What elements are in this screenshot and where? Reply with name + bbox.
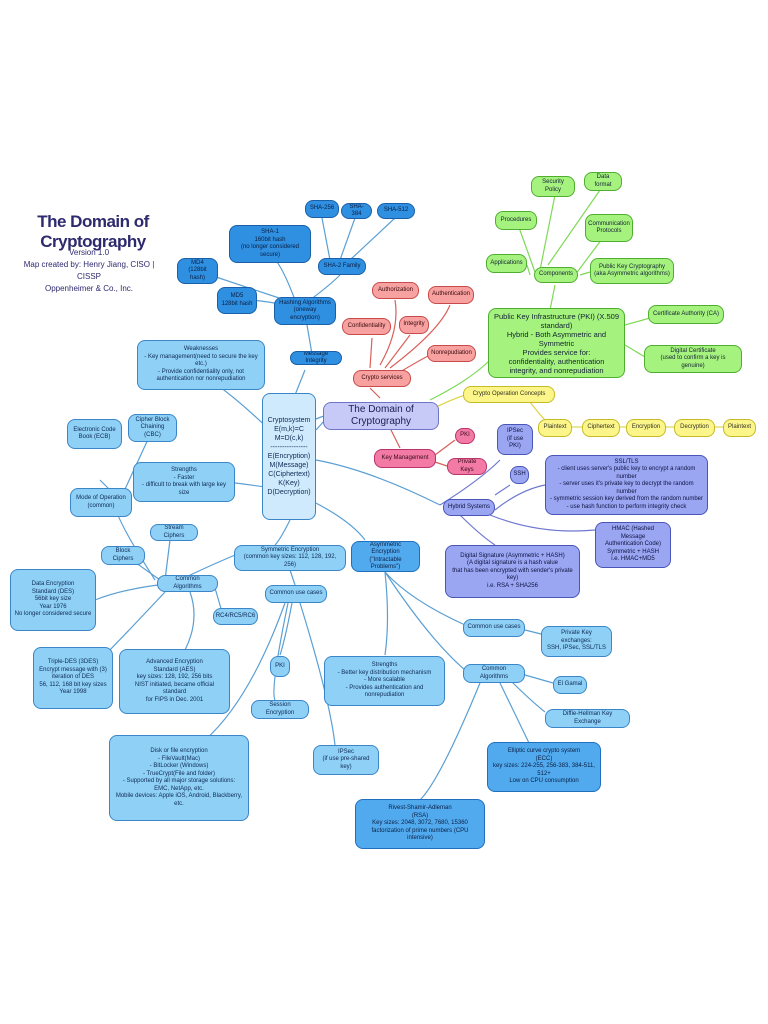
node-stream-ciphers: Stream Ciphers: [150, 524, 198, 541]
node-cbc: Cipher Block Chaining (CBC): [128, 414, 177, 442]
node-hybrid-systems: Hybrid Systems: [443, 499, 495, 516]
node-ipsec-pki: IPSec (if use PKI): [497, 424, 533, 455]
node-pki-main: Public Key Infrastructure (PKI) (X.509 s…: [488, 308, 625, 378]
node-ipsec-psk: IPSec (if use pre-shared key): [313, 745, 379, 775]
node-private-keys: Private Keys: [447, 458, 487, 475]
node-security-policy: Security Policy: [531, 176, 575, 197]
node-decryption-op: Decryption: [674, 419, 715, 437]
node-weaknesses: Weaknesses - Key management(need to secu…: [137, 340, 265, 390]
node-data-format: Data format: [584, 172, 622, 191]
node-sha2-family: SHA-2 Family: [318, 258, 366, 275]
node-communication-protocols: Communication Protocols: [585, 214, 633, 242]
node-rsa: Rivest-Shamir-Adleman (RSA) Key sizes: 2…: [355, 799, 485, 849]
node-certificate-authority: Certificate Authority (CA): [648, 305, 724, 324]
node-sha1: SHA-1 160bit hash (no longer considered …: [229, 225, 311, 263]
node-center: The Domain of Cryptography: [323, 402, 439, 430]
node-common-use-cases-asymmetric: Common use cases: [463, 619, 525, 637]
node-message-integrity: Message Integrity: [290, 351, 342, 365]
node-block-ciphers: Block Ciphers: [101, 546, 145, 565]
node-authorization: Authorization: [372, 282, 419, 299]
node-hmac: HMAC (Hashed Message Authentication Code…: [595, 522, 671, 568]
node-el-gamal: El Gamal: [553, 676, 587, 694]
node-ssh: SSH: [510, 466, 529, 484]
node-strengths-asymmetric: Strengths - Better key distribution mech…: [324, 656, 445, 706]
company-text: Oppenheimer & Co., Inc.: [44, 284, 134, 293]
node-session-encryption: Session Encryption: [251, 700, 309, 719]
node-key-management: Key Management: [374, 449, 436, 468]
author-text: Map created by: Henry Jiang, CISO | CISS…: [23, 260, 155, 281]
node-components: Components: [534, 267, 578, 283]
node-integrity: Integrity: [399, 316, 429, 334]
node-applications: Applications: [486, 254, 527, 273]
node-common-algorithms-symmetric: Common Algorithms: [157, 575, 218, 592]
node-cryptosystem: Cryptosystem E(m,k)=C M=D(c,k) ---------…: [262, 393, 316, 520]
node-common-algorithms-asymmetric: Common Algorithms: [463, 664, 525, 683]
node-pki-use: PKI: [270, 656, 290, 677]
node-sha384: SHA-384: [341, 203, 372, 219]
version-text: Version 1.0: [68, 248, 110, 257]
node-3des: Triple-DES (3DES) Encrypt message with (…: [33, 647, 113, 709]
node-strengths-symmetric: Strengths - Faster - difficult to break …: [133, 462, 235, 502]
node-ecc: Elliptic curve crypto system (ECC) key s…: [487, 742, 601, 792]
node-digital-certificate: Digital Certificate (used to confirm a k…: [644, 345, 742, 373]
node-plaintext-1: Plaintext: [538, 419, 572, 437]
node-des: Data Encryption Standard (DES) 56bit key…: [10, 569, 96, 631]
node-mode-of-operation: Mode of Operation (common): [70, 488, 132, 517]
node-procedures: Procedures: [495, 211, 537, 230]
node-ciphertext: Ciphertext: [582, 419, 620, 437]
node-common-use-cases-symmetric: Common use cases: [265, 585, 327, 603]
node-plaintext-2: Plaintext: [723, 419, 756, 437]
node-public-key-cryptography: Public Key Cryptography (aka Asymmetric …: [590, 258, 674, 284]
node-authentication: Authentication: [428, 286, 474, 304]
node-hashing-algorithms: Hashing Algorithms (oneway encryption): [274, 297, 336, 325]
node-nonrepudiation: Nonrepudiation: [427, 345, 476, 362]
node-sha512: SHA-512: [377, 203, 415, 219]
node-encryption-op: Encryption: [626, 419, 666, 437]
node-crypto-services: Crypto services: [353, 370, 411, 387]
node-confidentiality: Confidentiality: [342, 318, 391, 335]
node-private-key-exchanges: Private Key exchanges: SSH, IPSec, SSL/T…: [541, 626, 612, 657]
node-md4: MD4 (128bit hash): [177, 258, 218, 284]
node-asymmetric-encryption: Asymmetric Encryption ("Intractable Prob…: [351, 541, 420, 572]
node-disk-encryption: Disk or file encryption - FileVault(Mac)…: [109, 735, 249, 821]
node-ssl-tls: SSL/TLS - client uses server's public ke…: [545, 455, 708, 515]
node-aes: Advanced Encryption Standard (AES) key s…: [119, 649, 230, 714]
node-rc4: RC4/RC5/RC6: [213, 608, 258, 625]
node-pki-key: PKI: [455, 428, 475, 444]
node-md5: MD5 128bit hash: [217, 287, 257, 314]
node-digital-signature: Digital Signature (Asymmetric + HASH) (A…: [445, 545, 580, 598]
credit-block: Version 1.0 Map created by: Henry Jiang,…: [14, 247, 164, 295]
node-ecb: Electronic Code Book (ECB): [67, 419, 122, 449]
node-sha256: SHA-256: [305, 200, 339, 218]
node-diffie-hellman: Diffie-Hellman Key Exchange: [545, 709, 630, 728]
node-symmetric-encryption: Symmetric Encryption (common key sizes: …: [234, 545, 346, 571]
page-title: The Domain of Cryptography: [37, 212, 149, 251]
node-crypto-operation-concepts: Crypto Operation Concepts: [463, 386, 555, 403]
